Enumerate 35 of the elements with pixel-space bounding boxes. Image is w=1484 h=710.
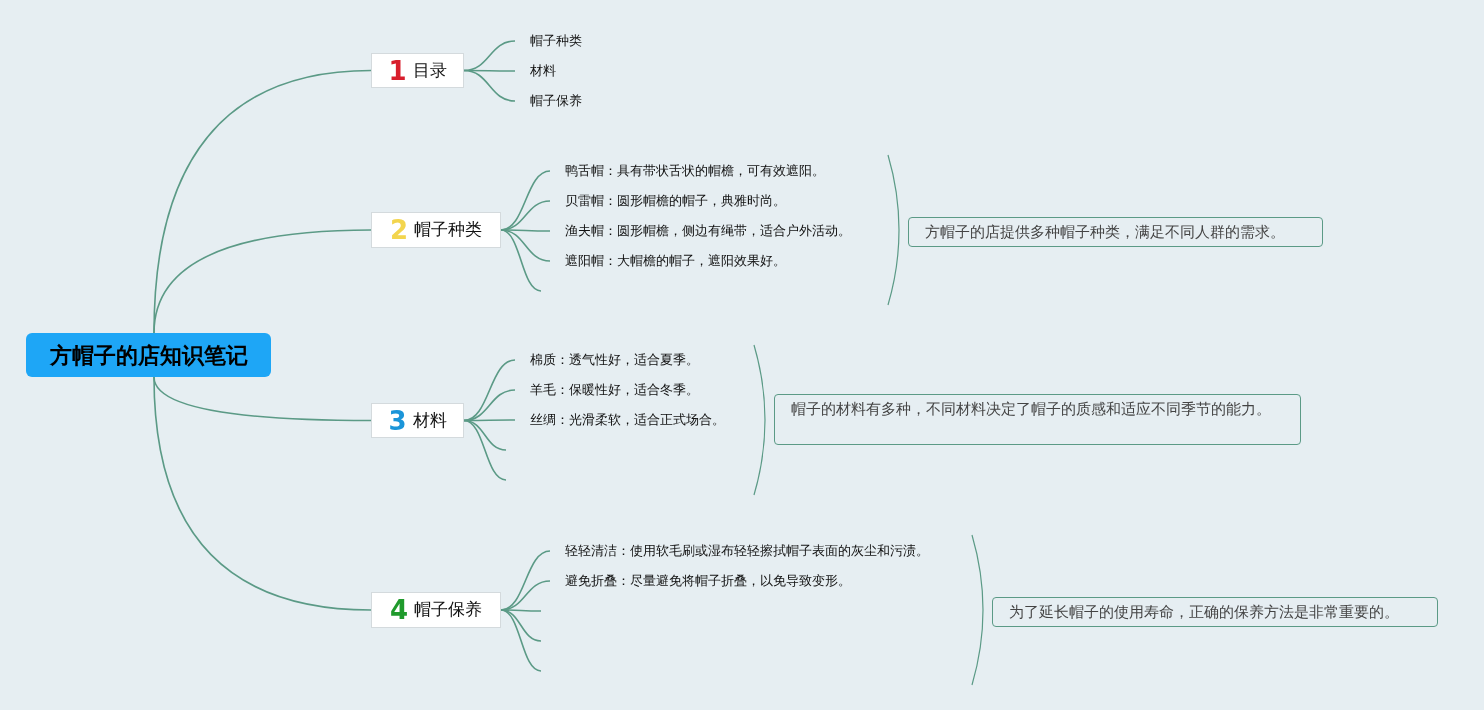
branch-line [153,376,372,611]
branch-line [153,229,372,334]
topic-label: 帽子种类 [414,218,483,242]
topic-number: 3 [388,407,407,434]
topic-label: 材料 [412,408,447,432]
subtopic-text: 贝雷帽：圆形帽檐的帽子，典雅时尚。 [550,193,786,209]
branch-line [463,69,516,102]
topic-label: 帽子保养 [414,598,483,622]
topic-box [371,592,501,628]
topic-box [371,53,464,88]
topic-box [371,212,501,248]
subtopic-text: 羊毛：保暖性好，适合冬季。 [515,382,699,398]
summary-box: 方帽子的店提供多种帽子种类，满足不同人群的需求。 [908,217,1323,247]
subtopic-text: 鸭舌帽：具有带状舌状的帽檐，可有效遮阳。 [550,163,825,179]
topic-label: 目录 [412,58,447,82]
subtopic-text: 材料 [515,63,556,79]
subtopic-text: 帽子保养 [515,93,582,109]
topic-number: 4 [389,597,409,623]
topic-box [371,403,464,438]
summary-box: 为了延长帽子的使用寿命，正确的保养方法是非常重要的。 [992,597,1438,627]
branch-line [500,229,542,292]
branch-line [463,419,507,481]
branch-line [500,609,542,672]
subtopic-text: 轻轻清洁：使用软毛刷或湿布轻轻擦拭帽子表面的灰尘和污渍。 [550,543,929,559]
topic-number: 1 [388,57,407,84]
root-topic: 方帽子的店知识笔记 [26,333,271,377]
subtopic-text: 棉质：透气性好，适合夏季。 [515,352,699,368]
subtopic-text: 渔夫帽：圆形帽檐，侧边有绳带，适合户外活动。 [550,223,851,239]
subtopic-text: 遮阳帽：大帽檐的帽子，遮阳效果好。 [550,253,786,269]
topic-number: 2 [389,217,409,243]
summary-box: 帽子的材料有多种，不同材料决定了帽子的质感和适应不同季节的能力。 [774,394,1301,445]
subtopic-text: 丝绸：光滑柔软，适合正式场合。 [515,412,725,428]
branch-line [463,359,516,422]
subtopic-text: 帽子种类 [515,33,582,49]
subtopic-text: 避免折叠：尽量避免将帽子折叠，以免导致变形。 [550,573,851,589]
